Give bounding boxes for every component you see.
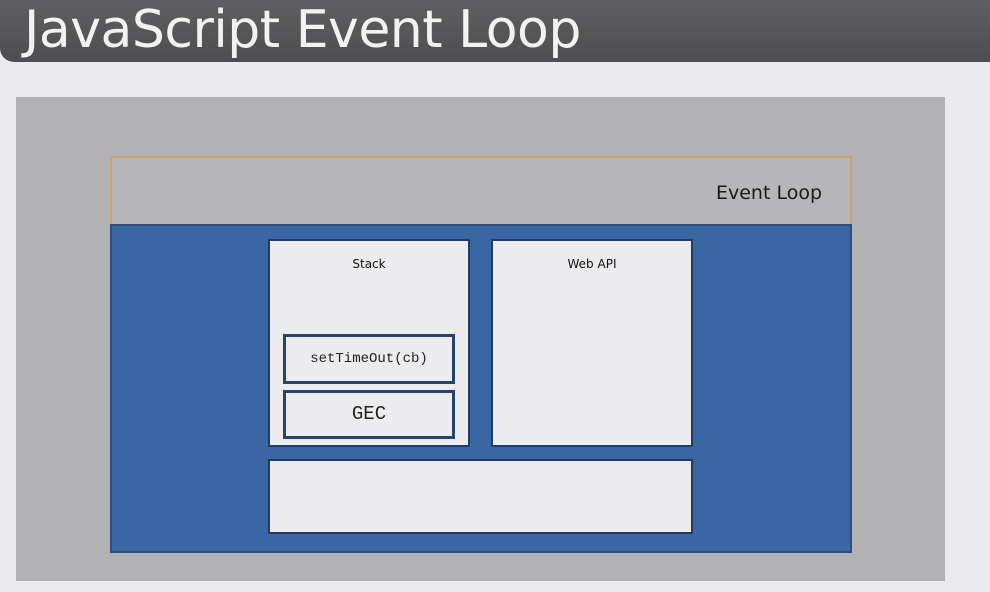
event-loop-label: Event Loop bbox=[715, 182, 822, 204]
callback-queue-box bbox=[268, 459, 693, 534]
slide-title: JavaScript Event Loop bbox=[24, 0, 581, 60]
web-api-box: Web API bbox=[491, 239, 693, 447]
slide-title-bar: JavaScript Event Loop bbox=[0, 0, 990, 62]
stack-frame-settimeout: setTimeOut(cb) bbox=[283, 334, 455, 384]
event-loop-band: Event Loop bbox=[110, 156, 852, 224]
stack-frame-gec: GEC bbox=[283, 390, 455, 439]
stack-label: Stack bbox=[352, 257, 386, 271]
web-api-label: Web API bbox=[567, 257, 617, 271]
